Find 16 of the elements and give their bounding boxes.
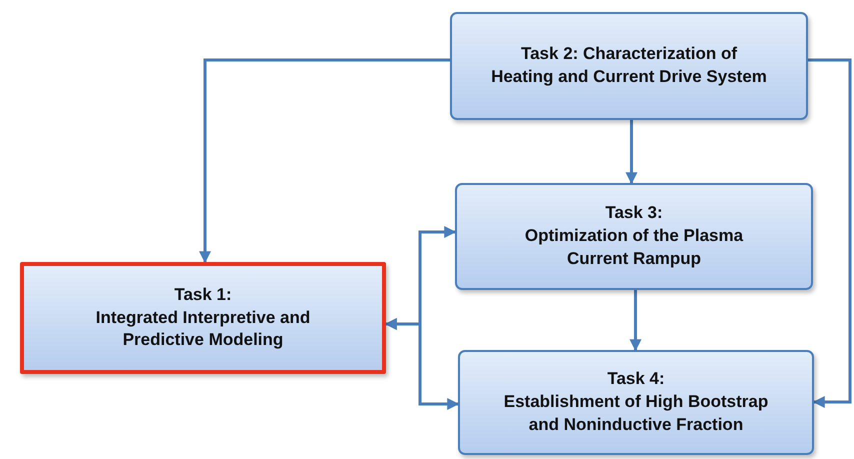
task-box <box>458 350 814 455</box>
arrow <box>630 290 642 352</box>
arrow <box>626 120 638 184</box>
task-heading: Task 3: <box>605 202 663 224</box>
arrow <box>808 58 852 408</box>
task-box <box>455 183 813 290</box>
task-title: Task 2: Characterization of Heating and Current Drive System <box>490 43 768 88</box>
task-heading: Task 4: <box>607 368 665 390</box>
task-box <box>20 262 386 374</box>
arrow <box>199 58 450 264</box>
task-title: Integrated Interpretive and Predictive Modeling <box>94 306 312 352</box>
task-heading: Task 1: <box>174 284 232 306</box>
task-box <box>450 12 808 120</box>
arrow <box>384 318 460 410</box>
task-title: Establishment of High Bootstrap and Noninductive Fraction <box>502 391 770 436</box>
task-title: Optimization of the Plasma Current Rampup <box>524 225 744 270</box>
